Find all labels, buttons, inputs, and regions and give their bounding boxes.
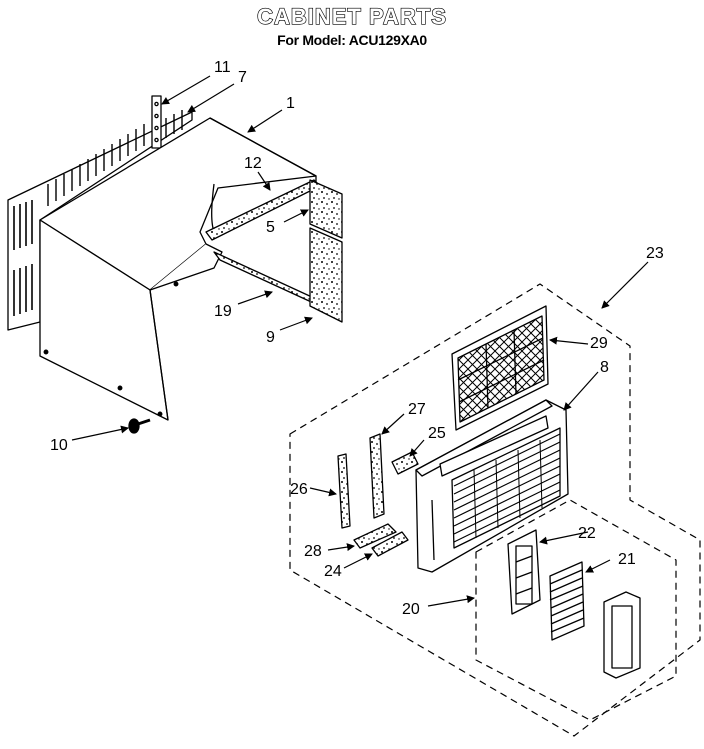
- callout-24: 24: [324, 563, 342, 580]
- foam-strip-27: [369, 433, 385, 519]
- screw: [128, 418, 151, 434]
- side-seal-upper: [309, 179, 343, 239]
- callout-23: 23: [646, 245, 664, 262]
- model-subtitle: For Model: ACU129XA0: [277, 32, 427, 48]
- louver-frame: [507, 529, 541, 615]
- foam-block-28: [353, 523, 397, 549]
- vertical-bracket: [151, 95, 162, 149]
- callout-22: 22: [578, 525, 596, 542]
- callout-11: 11: [214, 59, 231, 76]
- callout-26: 26: [290, 481, 308, 498]
- foam-block-24: [371, 531, 409, 557]
- bottom-rail: [213, 251, 321, 307]
- callout-25: 25: [428, 425, 446, 442]
- callout-10: 10: [50, 437, 68, 454]
- foam-pad-25: [391, 451, 419, 475]
- front-grille: [415, 399, 569, 573]
- callout-21: 21: [618, 551, 636, 568]
- side-seal-lower: [309, 227, 343, 323]
- control-knob-housing: [603, 591, 641, 679]
- leader-lines: [71, 75, 649, 607]
- kit-boundary-23: [289, 283, 701, 737]
- callout-5: 5: [266, 219, 275, 236]
- callout-29: 29: [590, 335, 608, 352]
- callout-9: 9: [266, 329, 275, 346]
- air-filter: [451, 305, 549, 431]
- callout-20: 20: [402, 601, 420, 618]
- louver-assembly: [549, 561, 585, 641]
- callout-1: 1: [286, 95, 295, 112]
- callout-12: 12: [244, 155, 262, 172]
- cabinet-wrapper: [39, 117, 317, 421]
- top-rail: [205, 179, 321, 241]
- callout-27: 27: [408, 401, 426, 418]
- callout-7: 7: [238, 69, 247, 86]
- callout-19: 19: [214, 303, 232, 320]
- callout-28: 28: [304, 543, 322, 560]
- foam-strip-26: [337, 453, 351, 529]
- kit-boundary-20: [475, 499, 677, 721]
- diagram-title: CABINET PARTS: [256, 3, 447, 29]
- callout-8: 8: [600, 359, 609, 376]
